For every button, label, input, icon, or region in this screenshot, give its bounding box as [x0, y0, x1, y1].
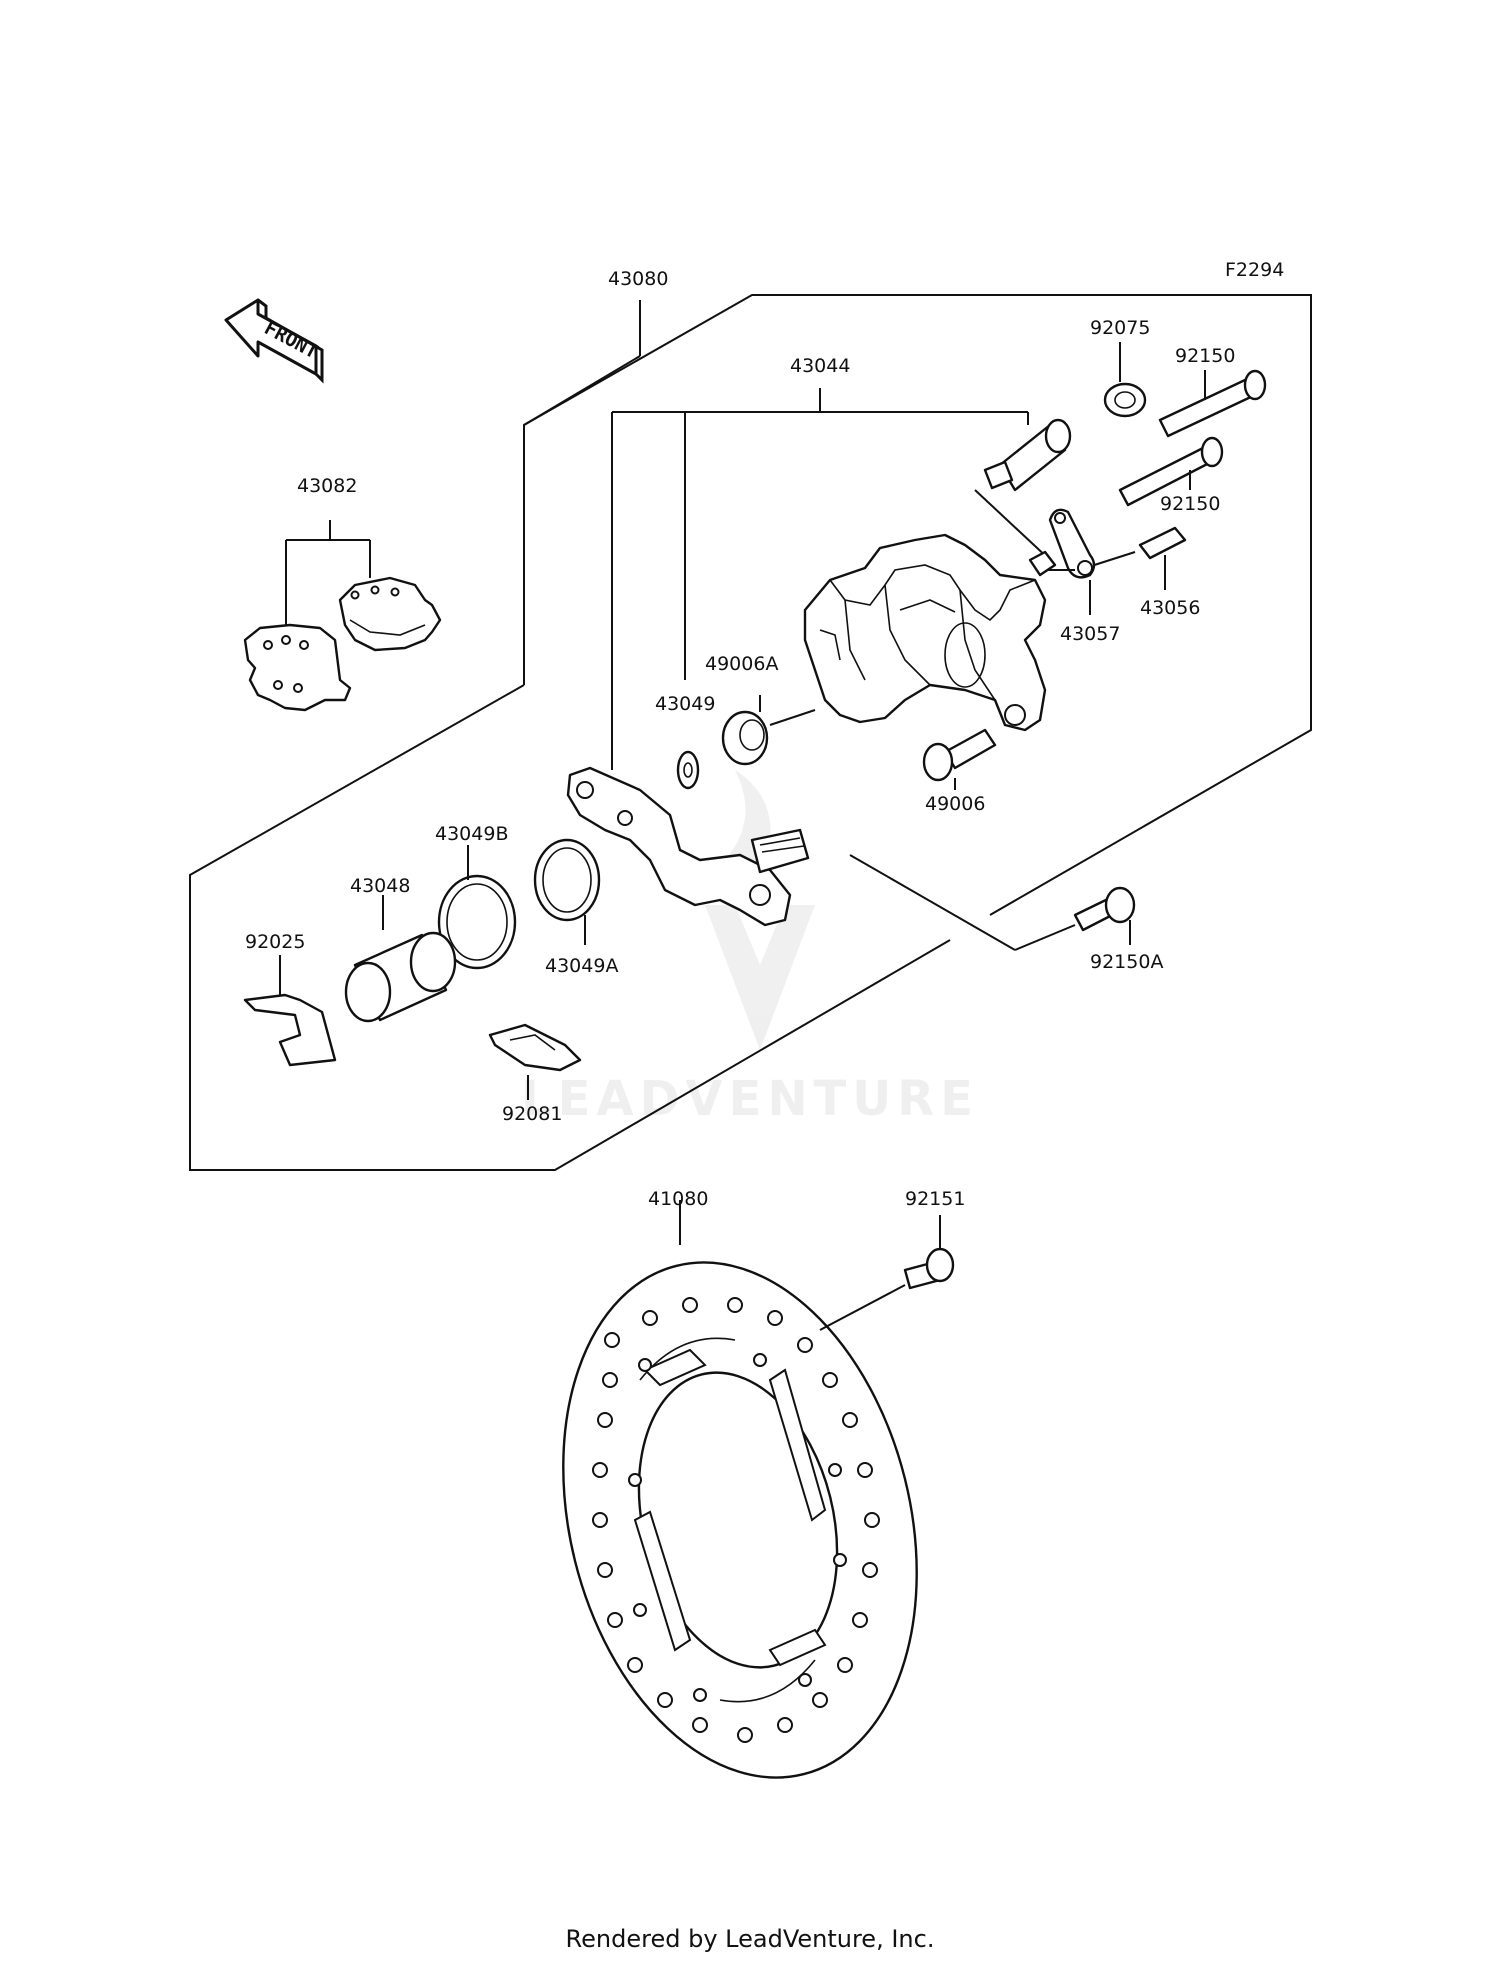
label-43049: 43049 — [655, 693, 715, 715]
slide-pin-92150: 92150 — [1158, 345, 1267, 438]
spring-92025: 92025 — [243, 931, 337, 1067]
leader-43044: 43044 — [611, 355, 1029, 770]
bleeder-43056: 43056 — [1084, 526, 1200, 619]
brake-disc: 41080 — [562, 1188, 918, 1779]
footer-credit: Rendered by LeadVenture, Inc. — [565, 1925, 935, 1953]
watermark-text: LEADVENTURE — [521, 1071, 979, 1127]
label-43044: 43044 — [790, 355, 850, 377]
bolt-92150A: 92150A — [849, 854, 1163, 973]
sleeve-43044 — [974, 418, 1072, 561]
label-49006A: 49006A — [705, 653, 778, 675]
caliper-bracket — [566, 766, 810, 927]
label-49006: 49006 — [925, 793, 985, 815]
label-43082: 43082 — [297, 475, 357, 497]
label-92151: 92151 — [905, 1188, 965, 1210]
washer-43049: 43049 — [655, 693, 715, 790]
seal-49006A: 49006A — [705, 653, 816, 766]
fitting-caliper — [1028, 550, 1057, 577]
disc-holes — [592, 1297, 880, 1743]
slide-pin-92150-lower: 92150 — [1118, 436, 1224, 515]
caliper-body — [803, 533, 1047, 732]
label-92075: 92075 — [1090, 317, 1150, 339]
label-92150-top: 92150 — [1175, 345, 1235, 367]
label-92081: 92081 — [502, 1103, 562, 1125]
label-92025: 92025 — [245, 931, 305, 953]
diagram-id: F2294 — [1225, 259, 1284, 281]
label-43049B: 43049B — [435, 823, 508, 845]
label-92150A: 92150A — [1090, 951, 1163, 973]
bracket-43057: 43057 — [1040, 508, 1120, 645]
bolt-49006: 49006 — [922, 728, 997, 815]
label-43048: 43048 — [350, 875, 410, 897]
piston-43048: 43048 — [344, 875, 457, 1023]
label-43057: 43057 — [1060, 623, 1120, 645]
watermark: LEADVENTURE — [521, 770, 979, 1127]
label-92150-bottom: 92150 — [1160, 493, 1220, 515]
label-41080: 41080 — [648, 1188, 708, 1210]
label-43080: 43080 — [608, 268, 668, 290]
front-arrow-icon: FRONT — [224, 298, 324, 384]
brake-pads: 43082 — [243, 475, 442, 712]
seal-43049A: 43049A — [533, 838, 618, 977]
seal-43049B: 43049B — [435, 823, 517, 970]
boot-92075: 92075 — [1090, 317, 1150, 418]
assembly-outline-43080: 43080 — [189, 268, 1312, 1171]
shim-92081: 92081 — [488, 1023, 582, 1125]
label-43056: 43056 — [1140, 597, 1200, 619]
label-43049A: 43049A — [545, 955, 618, 977]
bolt-92151: 92151 — [819, 1188, 965, 1331]
